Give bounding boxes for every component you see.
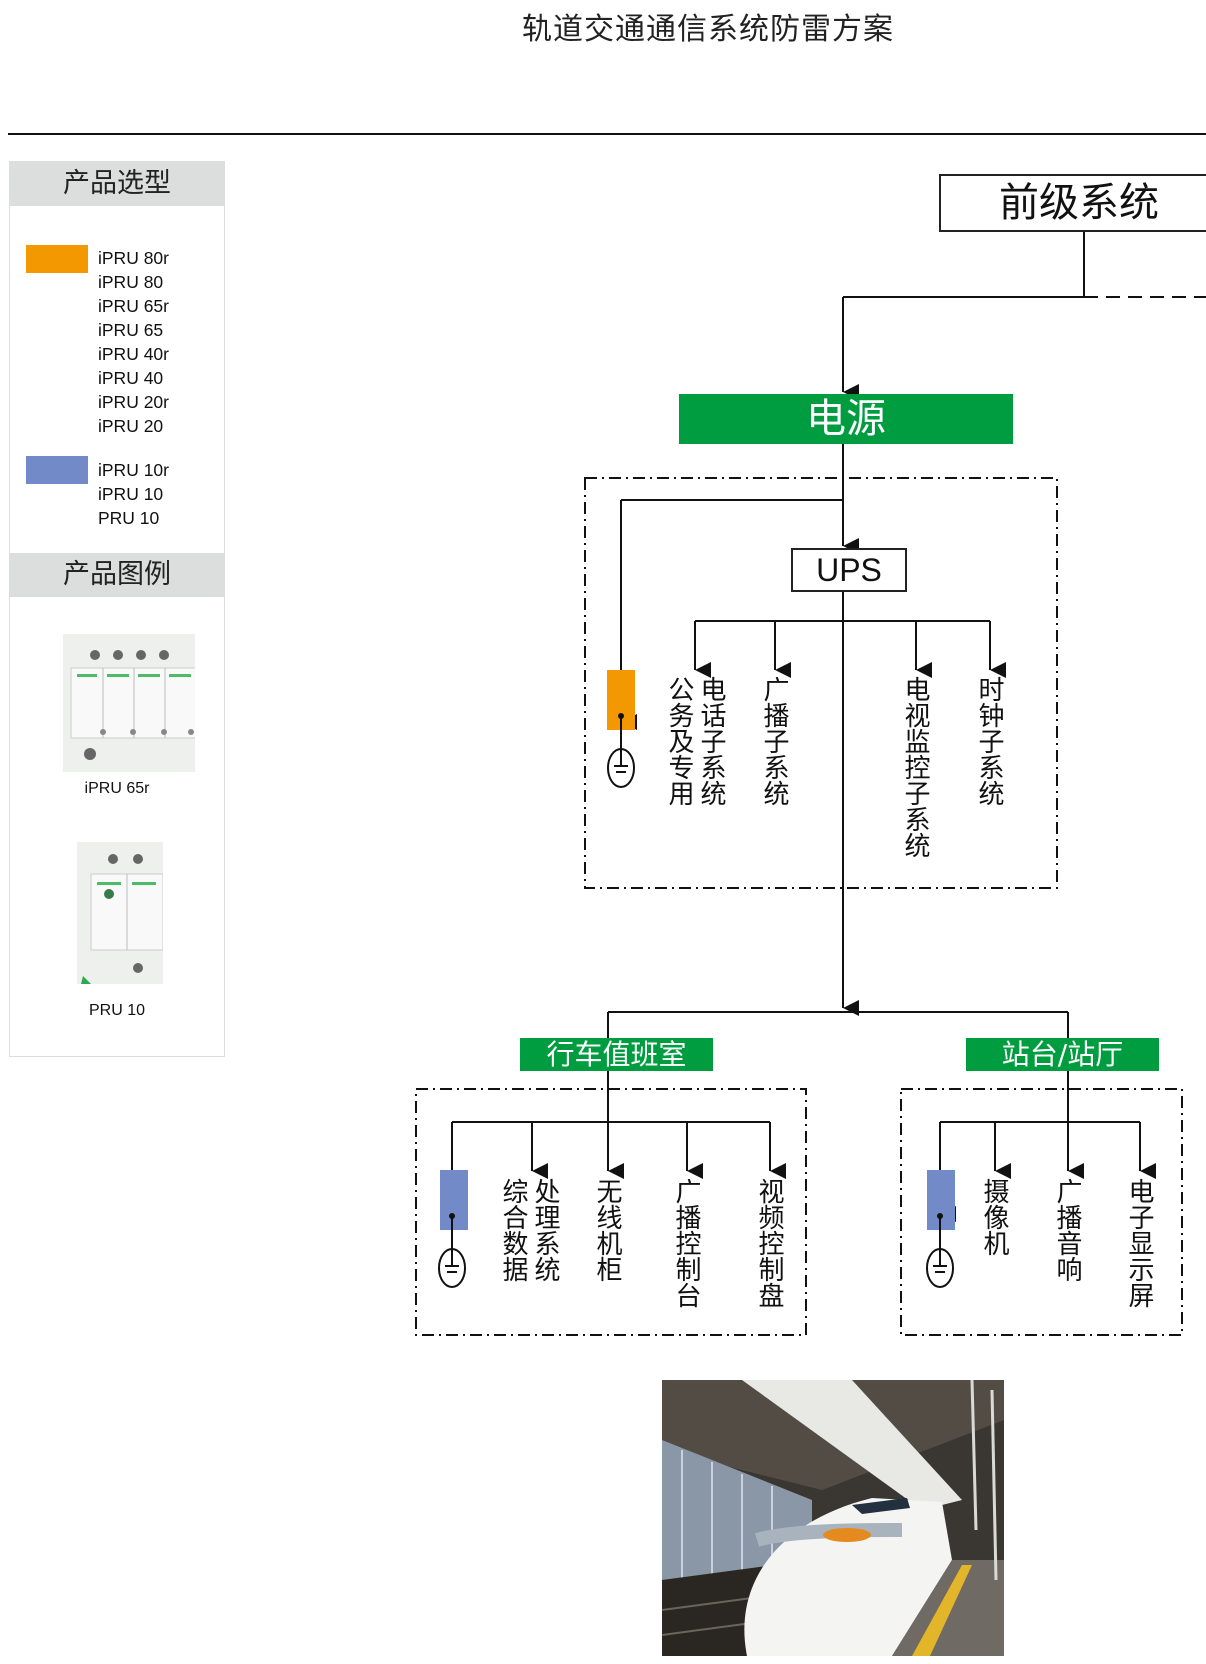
device-phone-subsystem: 电话子系统 [696, 676, 726, 806]
device-broadcast-subsystem: 广播子系统 [759, 676, 789, 806]
device-cctv-subsystem: 电视监控子系统 [900, 676, 930, 858]
spd-blue [440, 1170, 468, 1230]
model-item: iPRU 80 [98, 272, 164, 292]
ground-icon [926, 1213, 954, 1288]
device-camera: 摄像机 [979, 1178, 1009, 1256]
device-data-processing: 处理系统 [530, 1178, 560, 1282]
model-item: iPRU 20 [98, 416, 164, 436]
selection-heading: 产品选型 [10, 162, 224, 206]
device-radio-cabinet: 无线机柜 [592, 1178, 622, 1282]
train-station-photo [662, 1380, 1004, 1656]
device-speaker: 广播音响 [1052, 1178, 1082, 1282]
device-video-control-panel: 视频控制盘 [754, 1178, 784, 1308]
device-data-processing-extra: 综合数据 [498, 1178, 528, 1282]
blue-model-list: iPRU 10r iPRU 10 PRU 10 [98, 458, 169, 530]
product-photo-ipru65r [63, 634, 198, 772]
page-title: 轨道交通通信系统防雷方案 [522, 12, 894, 47]
ground-icon [438, 1213, 466, 1288]
model-item: PRU 10 [98, 508, 160, 528]
ups-group-boundary [584, 477, 1058, 889]
device-clock-subsystem: 时钟子系统 [974, 676, 1004, 806]
model-item: iPRU 10 [98, 484, 164, 504]
device-broadcast-console: 广播控制台 [671, 1178, 701, 1308]
duty-room-node: 行车值班室 [520, 1038, 713, 1071]
duty-room-group-boundary [415, 1088, 807, 1336]
power-node: 电源 [679, 394, 1013, 444]
product-caption: iPRU 65r [84, 780, 150, 797]
ups-node: UPS [791, 548, 907, 592]
model-item: iPRU 80r [98, 248, 169, 268]
device-display-screen: 电子显示屏 [1124, 1178, 1154, 1308]
blue-swatch [26, 456, 88, 484]
device-phone-subsystem-extra: 公务及专用 [664, 676, 694, 806]
model-item: iPRU 65r [98, 296, 169, 316]
legend-heading: 产品图例 [10, 553, 224, 597]
model-item: iPRU 40r [98, 344, 169, 364]
orange-model-list: iPRU 80r iPRU 80 iPRU 65r iPRU 65 iPRU 4… [98, 246, 169, 438]
platform-group-boundary [900, 1088, 1183, 1336]
product-caption: PRU 10 [88, 1002, 146, 1019]
model-item: iPRU 10r [98, 460, 169, 480]
sidebar-panel: 产品选型 iPRU 80r iPRU 80 iPRU 65r iPRU 65 i… [9, 161, 225, 1057]
header-divider [8, 133, 1206, 135]
ground-icon [607, 713, 635, 788]
model-item: iPRU 40 [98, 368, 164, 388]
model-item: iPRU 65 [98, 320, 164, 340]
model-item: iPRU 20r [98, 392, 169, 412]
platform-node: 站台/站厅 [966, 1038, 1159, 1071]
upstream-system-node: 前级系统 [939, 174, 1206, 232]
orange-swatch [26, 245, 88, 273]
product-photo-pru10 [77, 842, 164, 984]
